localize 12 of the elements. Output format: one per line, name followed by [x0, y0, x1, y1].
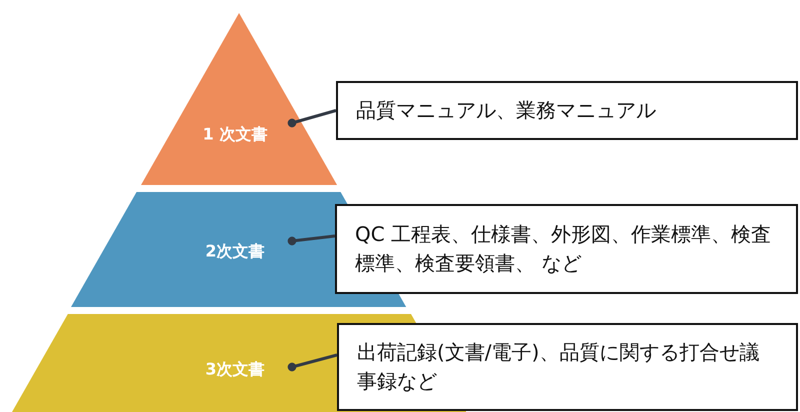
callout-text: 出荷記録(文書/電子)、品質に関する打合せ議事録など [357, 339, 760, 395]
callout-text: QC 工程表、仕様書、外形図、作業標準、検査標準、検査要領書、 など [355, 221, 772, 277]
callout-box [337, 323, 798, 411]
callout-box [335, 204, 798, 294]
leader-line [288, 109, 336, 128]
callout-text: 品質マニュアル、業務マニュアル [356, 97, 656, 124]
leader-line [288, 234, 336, 246]
tier-label: 1 次文書 [202, 124, 268, 146]
callout-box [336, 81, 798, 140]
tier-label: 2次文書 [205, 242, 265, 262]
tier-label: 3次文書 [205, 360, 265, 380]
leader-line [288, 354, 338, 372]
